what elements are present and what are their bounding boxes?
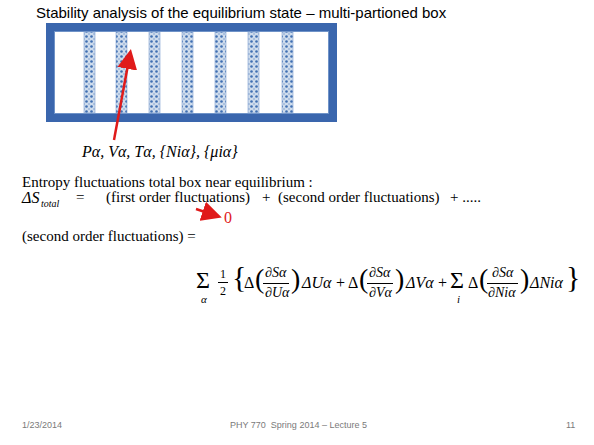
zero-arrow [196,209,217,216]
text-line: (second order fluctuations) = [22,229,196,244]
math-term: ΔUα [302,275,331,291]
parenthesis: ) [291,265,300,293]
fraction-part: 2 [220,285,226,297]
math-symbol: + [438,275,447,291]
fraction-part: 1 [220,268,226,280]
math-symbol: Δ [348,275,358,291]
math-term: ΔVα [406,275,434,291]
math-symbol: ΔS [22,190,39,206]
fraction-part: ∂Uα [265,286,289,300]
brace: } [566,262,580,292]
fraction-part: ∂Vα [369,286,392,300]
box-outline [50,27,333,118]
math-symbol: Δ [468,275,478,291]
footer-date: 1/23/2014 [22,421,62,430]
math-symbol: Δ [244,275,254,291]
zero-mark: 0 [224,210,232,226]
state-variables: Pα, Vα, Tα, {Niα}, {μiα} [82,144,238,160]
parenthesis: ) [520,265,529,293]
box-inner-edge [55,32,329,114]
math-term: ΔNiα [530,275,563,291]
parenthesis: ( [255,265,264,293]
fraction-part: ∂Sα [369,266,390,280]
math-symbol: = [76,190,84,205]
slide-title: Stability analysis of the equilibrium st… [36,5,446,20]
subscript: total [41,199,59,209]
sum-sign: Σ [196,268,210,292]
fraction-part: ∂Sα [492,266,513,280]
fraction-part: ∂Sα [265,266,286,280]
text-term: (second order fluctuations) [278,190,440,205]
partitions [84,32,293,113]
math-symbol: + [262,190,270,205]
footer-page: 11 [566,421,575,430]
text-term: (first order fluctuations) [106,190,250,205]
subscript: i [457,294,460,305]
sum-sign: Σ [450,268,464,292]
parenthesis: ( [359,265,368,293]
parenthesis: ) [395,265,404,293]
text-line: Entropy fluctuations total box near equi… [22,175,313,190]
pointer-arrow [114,54,130,140]
footer-course: PHY 770 Spring 2014 – Lecture 5 [230,421,367,430]
parenthesis: ( [479,265,488,293]
fraction-part: ∂Niα [488,286,516,300]
text-term: + ..... [450,190,481,205]
subscript: α [201,294,207,305]
math-symbol: + [336,275,345,291]
